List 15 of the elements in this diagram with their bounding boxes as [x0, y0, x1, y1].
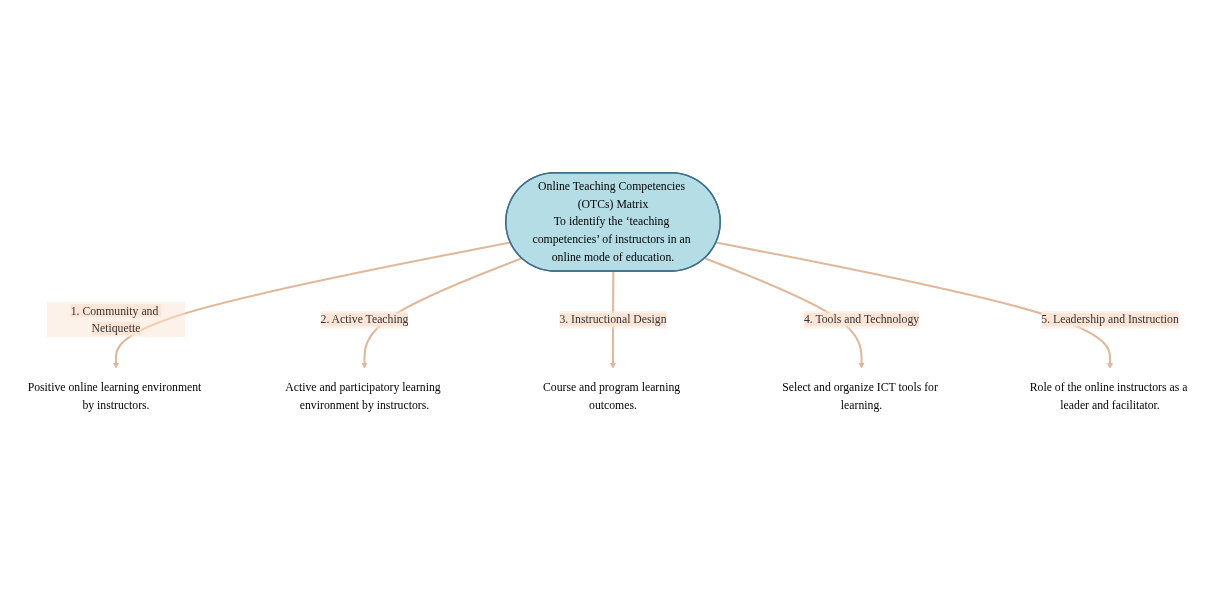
edge-label: 3. Instructional Design — [559, 313, 667, 327]
node-text: Positive online learning environment by instructors. — [27, 380, 202, 412]
edge-label: 2. Active Teaching — [320, 313, 409, 327]
arrow — [361, 257, 523, 369]
edge-label: 5. Leadership and Instruction — [1041, 313, 1179, 327]
edge-label: 1. Community and Netiquette — [70, 304, 159, 335]
edge-label: 4. Tools and Technology — [803, 313, 920, 327]
node-text: Course and program learning outcomes. — [542, 380, 681, 412]
arrow — [716, 241, 1114, 369]
node-text: Active and participatory learning environment by instructors. — [285, 380, 441, 412]
arrow — [609, 271, 617, 369]
node-text: Role of the online instructors as a leader and facilitator. — [1029, 380, 1188, 412]
arrow — [704, 257, 865, 369]
node-text: Select and organize ICT tools for learning. — [782, 380, 938, 412]
arrow — [112, 241, 511, 369]
